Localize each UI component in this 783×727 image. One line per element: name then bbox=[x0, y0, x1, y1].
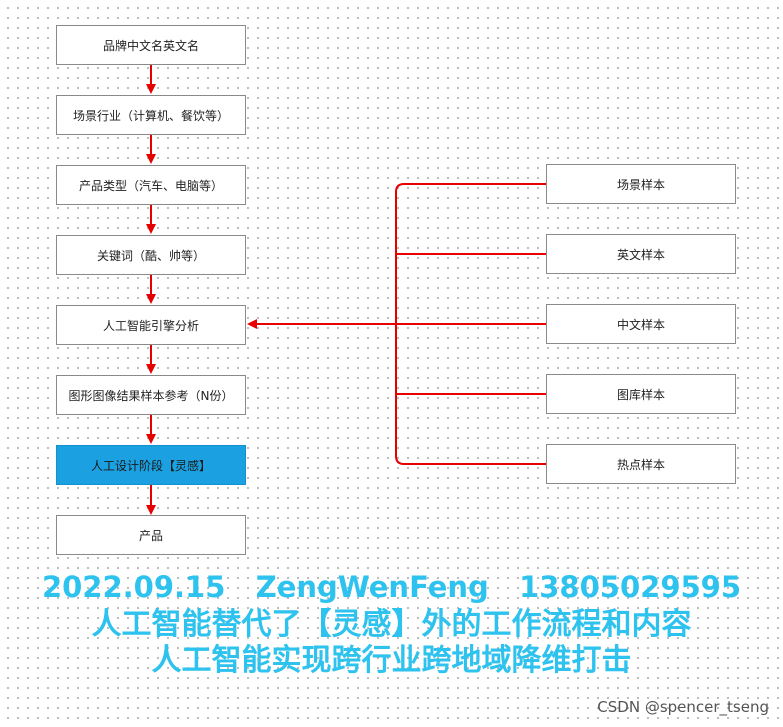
sample-box-chinese: 中文样本 bbox=[546, 304, 736, 344]
sample-box-hotspot: 热点样本 bbox=[546, 444, 736, 484]
flow-step-product: 产品 bbox=[56, 515, 246, 555]
sample-box-english: 英文样本 bbox=[546, 234, 736, 274]
flow-step-product-type: 产品类型（汽车、电脑等） bbox=[56, 165, 246, 205]
sample-box-gallery: 图库样本 bbox=[546, 374, 736, 414]
footer-caption-line-2: 人工智能实现跨行业跨地域降维打击 bbox=[151, 643, 632, 678]
footer-date-author-line: 2022.09.15 ZengWenFeng 13805029595 bbox=[41, 570, 742, 604]
footer-caption-line-1: 人工智能替代了【灵感】外的工作流程和内容 bbox=[91, 607, 692, 642]
flow-step-brand-name: 品牌中文名英文名 bbox=[56, 25, 246, 65]
sample-box-scene: 场景样本 bbox=[546, 164, 736, 204]
flow-step-scene-industry: 场景行业（计算机、餐饮等） bbox=[56, 95, 246, 135]
flow-step-ai-engine: 人工智能引擎分析 bbox=[56, 305, 246, 345]
flow-step-keywords: 关键词（酷、帅等） bbox=[56, 235, 246, 275]
csdn-watermark: CSDN @spencer_tseng bbox=[597, 698, 769, 716]
flow-step-image-samples: 图形图像结果样本参考（N份） bbox=[56, 375, 246, 415]
flow-step-human-design: 人工设计阶段【灵感】 bbox=[56, 445, 246, 485]
